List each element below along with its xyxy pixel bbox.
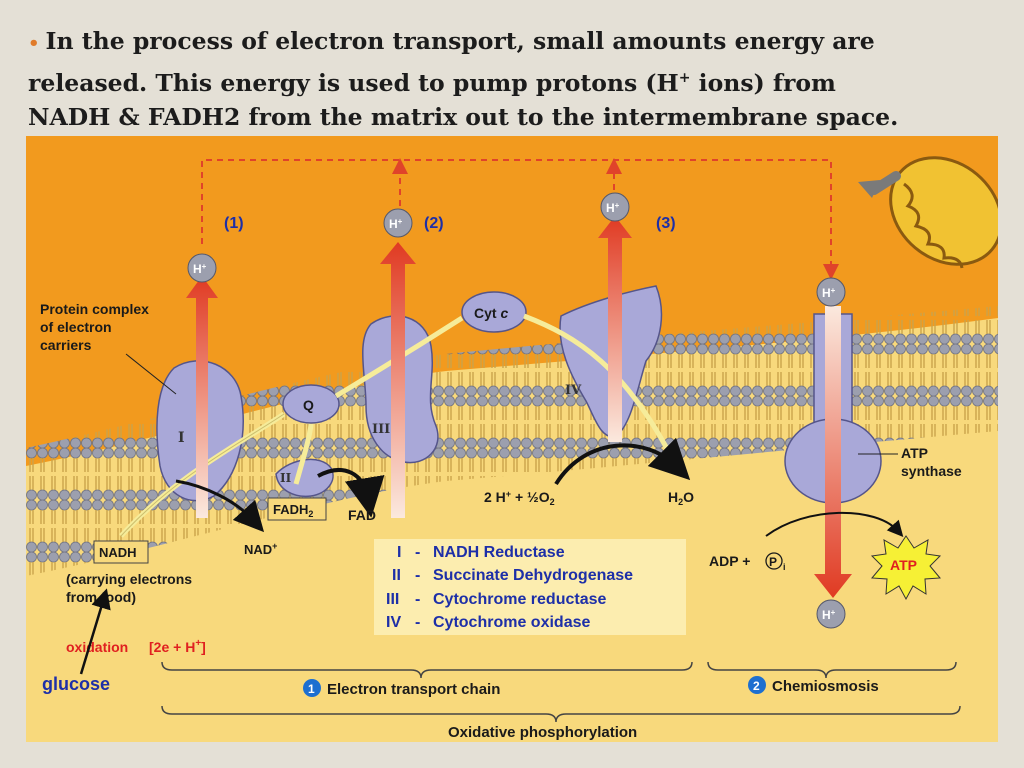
water-label: H2O <box>668 489 694 507</box>
legend-row-iii: III - Cytochrome reductase <box>386 591 606 608</box>
h-ion-matrix: H+ <box>816 599 846 629</box>
adp-pi-label: ADP + <box>709 553 750 569</box>
svg-text:ATP: ATP <box>890 557 917 573</box>
complex-iii-label: III <box>372 422 390 437</box>
proton-flow-dashed <box>201 158 839 280</box>
svg-text:Protein complex: Protein complex <box>40 301 149 317</box>
svg-text:Chemiosmosis: Chemiosmosis <box>772 678 879 695</box>
svg-text:H+: H+ <box>822 286 836 300</box>
svg-text:2: 2 <box>753 679 760 693</box>
heading-line-1: In the process of electron transport, sm… <box>45 27 875 55</box>
svg-text:II: II <box>392 567 401 584</box>
svg-text:H+: H+ <box>389 217 403 231</box>
svg-text:I: I <box>397 544 401 561</box>
nad-plus-label: NAD+ <box>244 541 277 557</box>
atp-synthase-label-2: synthase <box>901 463 962 479</box>
legend-row-ii: II - Succinate Dehydrogenase <box>392 567 633 584</box>
proton-pump-arrows <box>186 216 852 598</box>
svg-text:H+: H+ <box>606 201 620 215</box>
h-ion-top-2: H+ <box>383 208 413 238</box>
svg-text:-: - <box>415 544 420 561</box>
bullet-icon: • <box>28 33 40 54</box>
complex-i-label: I <box>178 430 185 446</box>
water-reaction-label: 2 H+ + ½O2 <box>484 489 555 507</box>
complex-ii-label: II <box>280 471 292 485</box>
complex-iv-label: IV <box>565 383 582 398</box>
heading-line-3: NADH & FADH2 from the matrix out to the … <box>28 102 899 131</box>
svg-text:Succinate Dehydrogenase: Succinate Dehydrogenase <box>433 567 633 584</box>
fad-label: FAD <box>348 507 376 523</box>
protein-complex-label: Protein complex of electron carriers <box>40 301 177 395</box>
svg-text:P: P <box>769 555 777 569</box>
svg-text:Cytochrome oxidase: Cytochrome oxidase <box>433 614 590 631</box>
svg-text:NADH: NADH <box>99 545 137 560</box>
oxidative-phosphorylation-label: Oxidative phosphorylation <box>448 724 637 741</box>
heading-line-2: released. This energy is used to pump pr… <box>28 68 679 97</box>
svg-text:Cyt c: Cyt c <box>474 305 508 321</box>
oxidation-label: oxidation <box>66 639 128 655</box>
fadh2-box: FADH2 <box>267 497 327 521</box>
svg-text:FADH2: FADH2 <box>273 502 313 519</box>
nadh-box: NADH <box>93 540 149 564</box>
electron-transport-diagram: I II III IV Q Cyt c <box>26 136 998 742</box>
nad-arrow <box>175 479 265 533</box>
h-ion-synthase-top: H+ <box>816 277 846 307</box>
svg-text:1: 1 <box>308 682 315 696</box>
legend-row-i: I - NADH Reductase <box>397 544 565 561</box>
svg-text:-: - <box>415 567 420 584</box>
fad-arrow <box>317 468 385 518</box>
svg-text:carriers: carriers <box>40 337 92 353</box>
glucose-label: glucose <box>42 674 110 694</box>
mitochondrion-icon <box>858 156 998 269</box>
water-reaction-arrow <box>554 437 691 486</box>
carrying-electrons-1: (carrying electrons <box>66 571 192 587</box>
svg-text:Q: Q <box>303 397 314 413</box>
carrying-electrons-2: from food) <box>66 589 136 605</box>
svg-text:-: - <box>415 591 420 608</box>
slide-heading: •In the process of electron transport, s… <box>28 27 899 131</box>
atp-starburst: ATP <box>870 535 942 601</box>
step-2-label: (2) <box>424 215 444 232</box>
step-3-label: (3) <box>656 215 676 232</box>
electron-pair-label: [2e + H+] <box>149 638 206 655</box>
svg-text:Cytochrome reductase: Cytochrome reductase <box>433 591 606 608</box>
svg-text:IV: IV <box>386 614 401 631</box>
etc-label: 1 Electron transport chain <box>303 679 500 698</box>
h-ion-top-1: H+ <box>187 253 217 283</box>
step-1-label: (1) <box>224 215 244 232</box>
svg-text:Electron transport chain: Electron transport chain <box>327 681 500 698</box>
bottom-brackets <box>161 661 961 723</box>
atp-production-arrow <box>765 511 904 537</box>
h-ion-top-3: H+ <box>600 192 630 222</box>
svg-text:i: i <box>783 562 786 572</box>
cytochrome-c: Cyt c <box>461 291 527 333</box>
atp-synthase-label-1: ATP <box>901 445 928 461</box>
complex-legend: I - NADH Reductase II - Succinate Dehydr… <box>374 539 686 635</box>
glucose-arrow <box>79 588 111 675</box>
svg-text:-: - <box>415 614 420 631</box>
svg-text:H+: H+ <box>822 608 836 622</box>
chemiosmosis-label: 2 Chemiosmosis <box>748 676 879 695</box>
svg-text:of electron: of electron <box>40 319 112 335</box>
svg-text:NADH Reductase: NADH Reductase <box>433 544 565 561</box>
svg-text:III: III <box>386 591 399 608</box>
svg-text:H+: H+ <box>193 262 207 276</box>
ubiquinone-q: Q <box>282 384 340 424</box>
legend-row-iv: IV - Cytochrome oxidase <box>386 614 590 631</box>
